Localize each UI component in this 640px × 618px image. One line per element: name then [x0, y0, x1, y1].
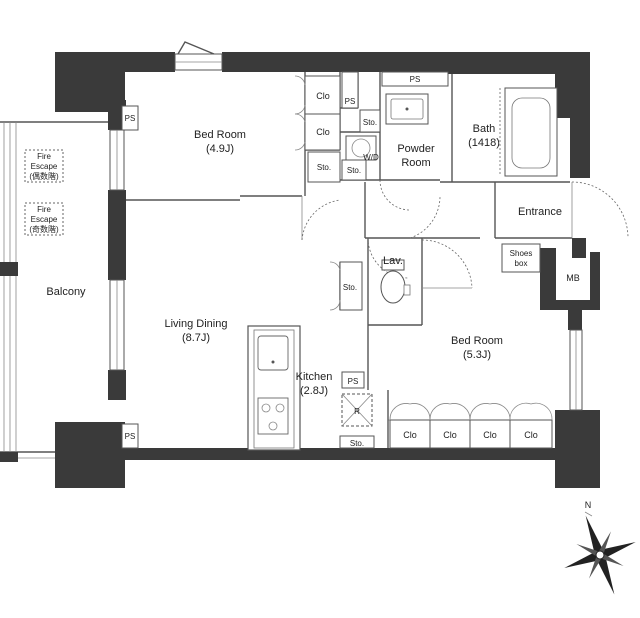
bedroom1-label: Bed Room (4.9J): [194, 129, 246, 155]
sto-top: Sto.: [359, 109, 381, 133]
closet-2: [304, 113, 341, 151]
svg-text:Clo: Clo: [316, 91, 330, 101]
svg-text:Bed Room: Bed Room: [451, 335, 503, 347]
sto-bottom: Sto.: [339, 435, 375, 449]
svg-text:(奇数階): (奇数階): [29, 224, 59, 234]
closet-1: [304, 75, 341, 115]
sto-kitchen: Sto.: [329, 261, 363, 311]
bedroom2-label: Bed Room (5.3J): [451, 335, 503, 361]
living-label: Living Dining (8.7J): [165, 318, 228, 344]
meter-box: MB: [556, 258, 590, 300]
svg-text:W/D: W/D: [363, 153, 379, 162]
svg-text:Fire: Fire: [37, 205, 51, 214]
window-bedroom1: [109, 129, 125, 191]
svg-text:Escape: Escape: [31, 162, 58, 171]
fire-escape-even: Fire Escape (偶数階): [24, 149, 64, 183]
svg-text:Clo: Clo: [524, 430, 538, 440]
kitchen-label: Kitchen (2.8J): [296, 371, 333, 397]
svg-text:(4.9J): (4.9J): [206, 143, 234, 155]
shoes-box: Shoes box: [501, 243, 541, 273]
ps-bedroom1: PS: [121, 105, 139, 131]
svg-text:MB: MB: [566, 273, 580, 283]
svg-text:Sto.: Sto.: [343, 283, 357, 292]
svg-text:Living Dining: Living Dining: [165, 318, 228, 330]
svg-text:PS: PS: [348, 377, 359, 386]
balcony-label: Balcony: [46, 286, 86, 298]
ps-powder: PS: [381, 71, 449, 87]
powder-sink: [385, 93, 429, 125]
lav-label: Lav.: [383, 255, 403, 267]
doors: [301, 179, 629, 289]
svg-text:Powder: Powder: [397, 143, 435, 155]
svg-text:Clo: Clo: [443, 430, 457, 440]
svg-text:Clo: Clo: [316, 127, 330, 137]
bedroom1-closets: Clo Clo: [294, 75, 341, 151]
ps-top-center: PS: [341, 71, 359, 109]
svg-text:Shoes: Shoes: [510, 249, 533, 258]
svg-text:(偶数階): (偶数階): [29, 171, 59, 181]
svg-text:Sto.: Sto.: [317, 163, 331, 172]
svg-text:Escape: Escape: [31, 215, 58, 224]
powder-label: Powder Room: [397, 143, 435, 169]
entrance-label: Entrance: [518, 206, 562, 218]
toilet: [380, 259, 411, 304]
svg-text:PS: PS: [410, 75, 421, 84]
svg-text:(8.7J): (8.7J): [182, 332, 210, 344]
svg-text:Sto.: Sto.: [363, 118, 377, 127]
svg-text:(2.8J): (2.8J): [300, 385, 328, 397]
washer-dryer: W/D: [345, 135, 379, 162]
svg-text:Room: Room: [401, 157, 430, 169]
window-bedroom2: [569, 329, 583, 411]
ps-kitchen: PS: [341, 371, 365, 389]
svg-text:PS: PS: [125, 114, 136, 123]
sto-laundry: Sto.: [341, 159, 367, 181]
sto-bedroom1: Sto.: [307, 151, 341, 183]
balcony: Balcony: [0, 121, 108, 462]
svg-text:(5.3J): (5.3J): [463, 349, 491, 361]
top-window: [174, 41, 223, 71]
walls: [55, 52, 600, 488]
svg-text:Sto.: Sto.: [350, 439, 364, 448]
svg-text:Bed Room: Bed Room: [194, 129, 246, 141]
svg-text:PS: PS: [125, 432, 136, 441]
svg-text:box: box: [515, 259, 528, 268]
svg-text:Kitchen: Kitchen: [296, 371, 333, 383]
fire-escape-odd: Fire Escape (奇数階): [24, 202, 64, 236]
svg-text:Clo: Clo: [483, 430, 497, 440]
svg-text:Sto.: Sto.: [347, 166, 361, 175]
svg-text:PS: PS: [345, 97, 356, 106]
svg-text:(1418): (1418): [468, 137, 500, 149]
svg-text:Bath: Bath: [473, 123, 496, 135]
svg-text:Clo: Clo: [403, 430, 417, 440]
bathtub: [499, 87, 558, 177]
ps-living: PS: [121, 423, 139, 449]
window-living: [109, 279, 125, 371]
kitchen-counter: [247, 325, 301, 451]
compass-icon: N: [564, 500, 636, 595]
refrigerator: R: [341, 393, 373, 427]
compass-north-label: N: [585, 500, 592, 510]
bath-label: Bath (1418): [468, 123, 500, 149]
svg-text:R: R: [354, 407, 360, 416]
bedroom2-closets: Clo Clo Clo Clo: [389, 402, 553, 449]
svg-text:Fire: Fire: [37, 152, 51, 161]
